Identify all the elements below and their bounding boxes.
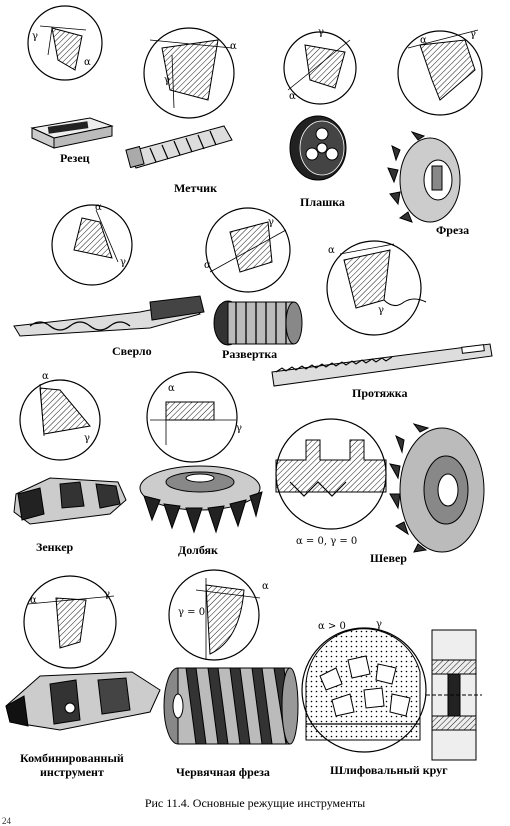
dolbyak-detail-circle <box>146 371 238 463</box>
label-kombinirovanny-line2: инструмент <box>40 765 104 779</box>
metchik-gamma: γ <box>164 75 170 86</box>
protyazhka-gamma: γ <box>378 305 384 316</box>
rezets-gamma: γ <box>32 31 38 42</box>
label-sverlo: Сверло <box>112 344 152 358</box>
kombinirovanny-detail-circle <box>23 575 117 669</box>
razvertka-detail-circle <box>205 207 291 293</box>
plashka-alpha: α <box>289 91 296 102</box>
shever-angles: α = 0, γ = 0 <box>296 536 358 547</box>
shever-detail-circle <box>275 418 387 530</box>
sverlo-gamma: γ <box>120 257 126 268</box>
sverlo-tool-drawing <box>13 295 205 337</box>
label-metchik: Метчик <box>174 181 217 195</box>
protyazhka-alpha: α <box>328 245 335 256</box>
label-chervyachnaya-freza: Червячная фреза <box>176 765 270 779</box>
plashka-detail-circle <box>283 31 357 105</box>
figure-caption: Рис 11.4. Основные режущие инструменты <box>144 796 366 810</box>
label-freza: Фреза <box>436 223 470 237</box>
chervyachnaya-alpha: α <box>262 581 269 592</box>
chervyachnaya-detail-circle <box>168 569 261 661</box>
metchik-tool-drawing <box>125 125 233 169</box>
protyazhka-tool-drawing <box>271 343 493 387</box>
metchik-detail-circle <box>143 27 235 119</box>
label-rezets: Резец <box>60 151 90 165</box>
krug-gamma: γ <box>376 619 382 630</box>
label-dolbyak: Долбяк <box>178 543 218 557</box>
razvertka-alpha: α <box>204 260 211 271</box>
metchik-alpha: α <box>230 41 237 52</box>
freza-detail-circle <box>397 29 483 116</box>
kombinirovanny-alpha: α <box>30 595 37 606</box>
kombinirovanny-gamma: γ <box>104 589 110 600</box>
protyazhka-detail-circle <box>326 240 427 336</box>
razvertka-tool-drawing <box>213 300 303 346</box>
rezets-tool-drawing <box>30 117 114 149</box>
label-zenker: Зенкер <box>36 540 74 554</box>
page-number: 24 <box>2 816 11 826</box>
sverlo-detail-circle <box>51 204 133 286</box>
freza-gamma: γ <box>470 29 476 40</box>
sverlo-alpha: α <box>95 202 102 213</box>
freza-alpha: α <box>420 35 427 46</box>
label-shever: Шевер <box>370 551 407 565</box>
label-razvertka: Развертка <box>222 347 278 361</box>
freza-tool-drawing <box>387 131 461 223</box>
kombinirovanny-tool-drawing <box>5 671 161 731</box>
zenker-gamma: γ <box>84 433 90 444</box>
rezets-alpha: α <box>84 57 91 68</box>
razvertka-gamma: γ <box>268 217 274 228</box>
zenker-detail-circle <box>19 379 101 461</box>
chervyachnaya-gamma-eq: γ = 0 <box>178 607 206 618</box>
plashka-tool-drawing <box>289 115 347 181</box>
dolbyak-tool-drawing <box>139 465 263 534</box>
label-plashka: Плашка <box>300 195 345 209</box>
label-protyazhka: Протяжка <box>352 386 408 400</box>
shlifovalny-detail-circle <box>301 627 427 753</box>
zenker-tool-drawing <box>13 477 127 525</box>
label-kombinirovanny-line1: Комбинированный <box>20 751 124 765</box>
chervyachnaya-tool-drawing <box>163 667 299 745</box>
dolbyak-alpha: α <box>168 383 175 394</box>
rezets-detail-circle <box>27 5 103 81</box>
shlifovalny-tool-drawing <box>426 629 482 761</box>
dolbyak-gamma: γ <box>236 423 242 434</box>
label-shlifovalny-krug: Шлифовальный круг <box>330 763 448 777</box>
plashka-gamma: γ <box>318 27 324 38</box>
krug-alpha-gt: α > 0 <box>318 621 346 632</box>
shever-tool-drawing <box>389 423 485 553</box>
zenker-alpha: α <box>42 371 49 382</box>
